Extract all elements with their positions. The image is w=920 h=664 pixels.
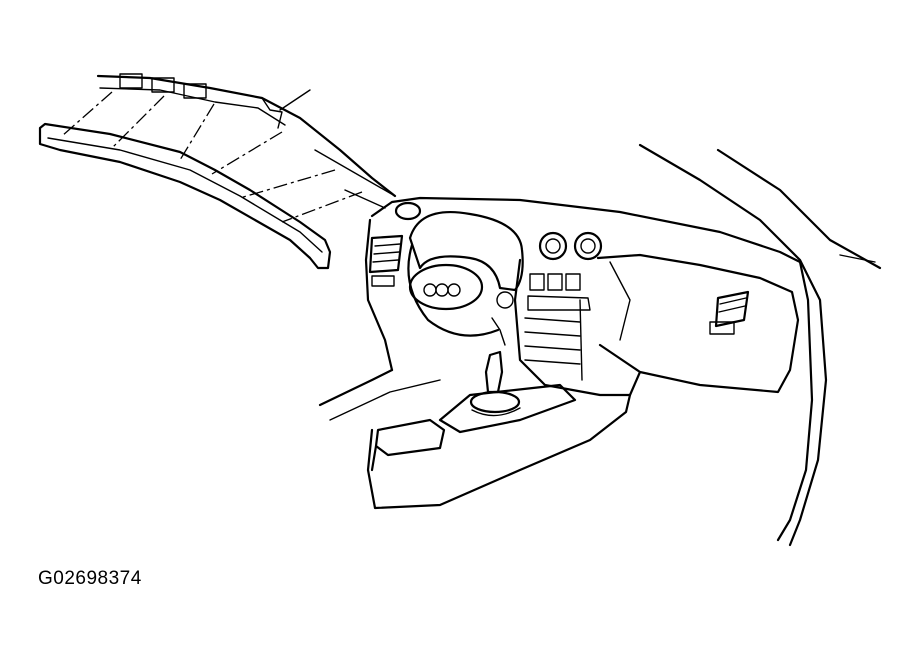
figure-id-label: G02698374 — [38, 568, 142, 589]
armrest-console — [370, 418, 446, 472]
center-vents — [394, 201, 603, 261]
left-air-vent — [368, 234, 404, 287]
center-controls — [524, 273, 591, 381]
dashboard-body — [318, 143, 882, 547]
right-air-vent — [709, 290, 750, 335]
upper-trim-panel — [38, 73, 397, 270]
steering-wheel — [407, 210, 524, 346]
alignment-lines — [61, 91, 363, 223]
gear-shifter — [438, 350, 577, 434]
